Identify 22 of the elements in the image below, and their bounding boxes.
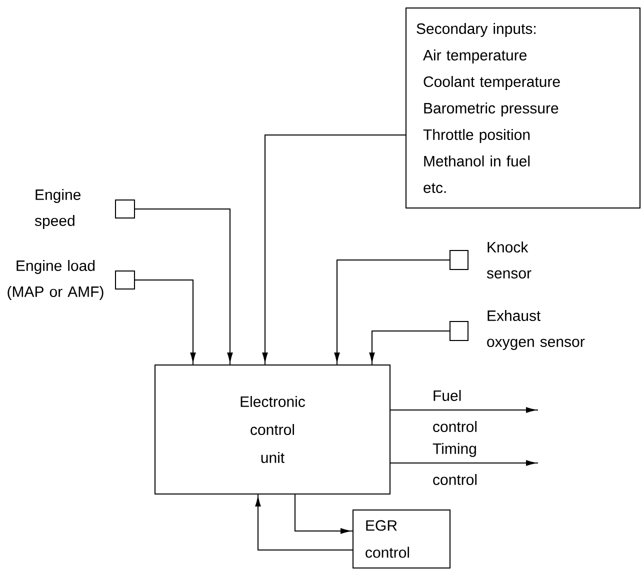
sensor-label: Engine speed xyxy=(34,189,81,229)
sensor-box xyxy=(115,270,135,290)
arrow xyxy=(390,460,538,466)
sensor-box xyxy=(450,250,468,270)
sensor-box xyxy=(115,200,135,218)
actuator-box: EGR control xyxy=(352,510,450,568)
arrow xyxy=(390,407,538,413)
arrow xyxy=(262,134,406,365)
arrow xyxy=(294,494,353,534)
arrow xyxy=(134,208,233,365)
sensor-box xyxy=(450,321,468,341)
output-label: Timing control xyxy=(432,442,476,485)
inputs-box: Secondary inputs: Air temperature Coolant temperature Barometric pressure Throttle position Methanol in fuel etc. xyxy=(406,8,640,208)
control-unit-box: Electronic control unit xyxy=(154,364,390,494)
arrow xyxy=(134,280,196,365)
sensor-label: Exhaust oxygen sensor xyxy=(487,310,585,350)
sensor-label: Engine load (MAP or AMF) xyxy=(8,260,104,300)
arrow xyxy=(334,260,450,365)
arrow xyxy=(255,494,353,550)
arrow xyxy=(369,330,450,365)
output-label: Fuel control xyxy=(433,390,476,432)
sensor-label: Knock sensor xyxy=(486,242,532,278)
